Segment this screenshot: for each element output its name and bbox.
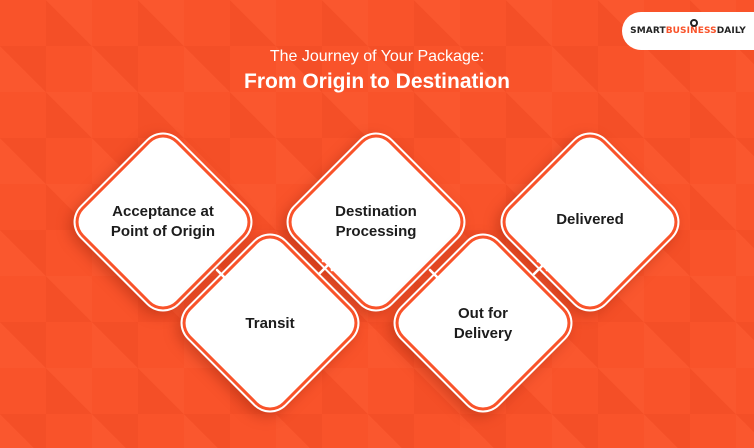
arrow-up-right-icon <box>532 259 549 276</box>
step-label-out-for-delivery: Out for Delivery <box>403 304 563 344</box>
step-label-line: Point of Origin <box>110 223 216 240</box>
brand-logo: SMARTBUSINESSDAILY <box>622 12 754 50</box>
step-label-destination-processing: Destination Processing <box>296 202 456 242</box>
step-label-line: Transit <box>245 315 295 332</box>
page-title: From Origin to Destination <box>244 70 510 93</box>
step-label-line: Processing <box>335 223 417 240</box>
step-label-acceptance: Acceptance at Point of Origin <box>83 202 243 242</box>
arrow-down-right-icon <box>215 268 232 285</box>
step-label-line: Delivery <box>453 325 513 342</box>
arrow-down-right-icon <box>428 268 445 285</box>
step-label-line: Out for <box>458 305 508 322</box>
logo-text: SMARTBUSINESSDAILY <box>630 26 746 36</box>
step-label-delivered: Delivered <box>510 210 670 230</box>
arrow-up-right-icon <box>317 259 334 276</box>
page-subtitle: The Journey of Your Package: <box>269 48 485 65</box>
step-label-transit: Transit <box>190 314 350 334</box>
step-label-line: Acceptance at <box>112 203 214 220</box>
step-label-line: Delivered <box>556 211 624 228</box>
logo-pin-icon <box>690 19 698 27</box>
step-label-line: Destination <box>335 203 417 220</box>
